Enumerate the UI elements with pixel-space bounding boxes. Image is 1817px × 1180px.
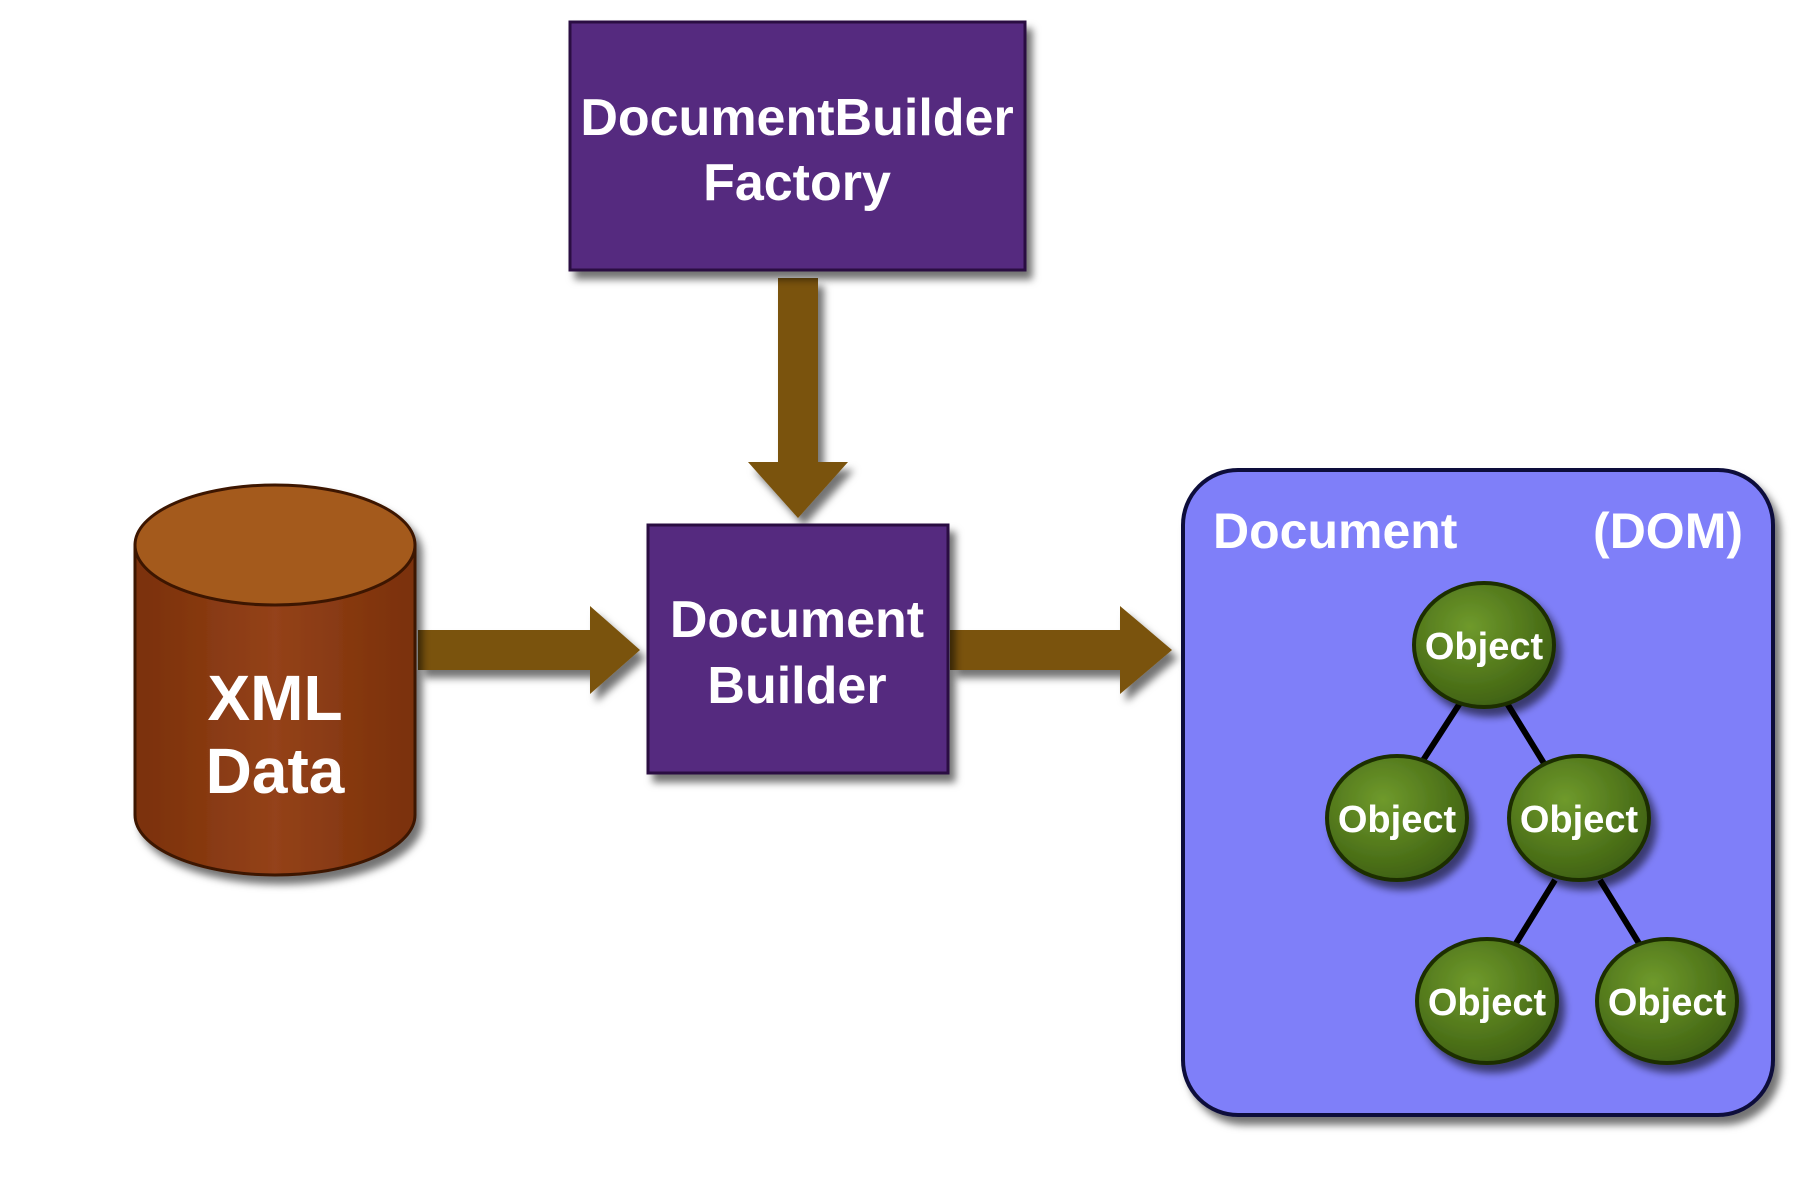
arrow-xml-to-builder [418,606,640,694]
document-builder-factory-box [568,20,1027,272]
cylinder-body [133,543,417,877]
builder-label-line2: Builder [707,657,886,715]
document-builder-box [646,523,950,775]
builder-label-line1: Document [670,591,924,649]
xml-data-label-line1: XML [207,662,342,734]
xml-data-label-line2: Data [206,735,345,807]
object-label: Object [1428,982,1547,1024]
connector-root-left [1417,698,1465,767]
object-label: Object [1425,626,1544,668]
dom-object-node-right: Object [1507,754,1651,882]
arrow-down-shape [748,278,848,518]
dom-panel-suffix: (DOM) [1593,503,1743,559]
object-label: Object [1520,799,1639,841]
arrow-builder-to-dom [950,606,1172,694]
arrow-right-shape [950,606,1172,694]
factory-label-line1: DocumentBuilder [580,89,1013,147]
connector-root-right [1502,698,1548,767]
xml-data-cylinder [133,483,417,877]
dom-tree-connectors [1417,698,1643,947]
dom-object-node-root: Object [1412,581,1556,709]
arrow-right-shape [418,606,640,694]
cylinder-top [133,483,417,607]
connector-right-child2 [1597,878,1643,947]
dom-object-node-right-child2: Object [1595,937,1739,1065]
dom-object-node-right-child1: Object [1415,937,1559,1065]
factory-label-line2: Factory [703,154,891,212]
object-label: Object [1608,982,1727,1024]
dom-panel-title: Document [1213,503,1458,559]
connector-right-child1 [1512,878,1558,947]
dom-object-node-left: Object [1325,754,1469,882]
arrow-factory-to-builder [748,278,848,518]
object-label: Object [1338,799,1457,841]
